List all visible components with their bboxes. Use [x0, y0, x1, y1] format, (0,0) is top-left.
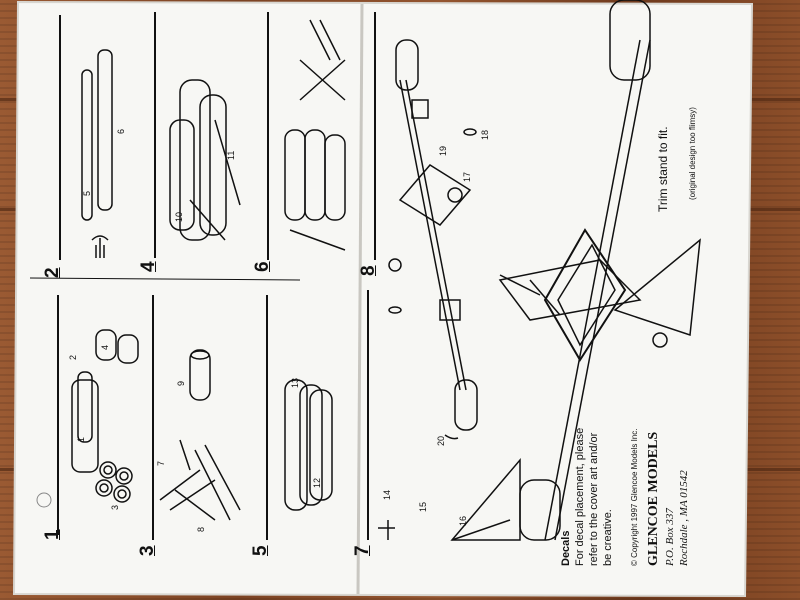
step3-parts — [159, 349, 241, 521]
part-label: 15 — [418, 501, 428, 512]
decals-text-line: be creative. — [602, 509, 614, 566]
decals-heading: Decals — [560, 530, 572, 566]
step-number: 6 — [252, 261, 273, 272]
part-label: 17 — [462, 171, 472, 182]
step-dividers — [29, 12, 376, 540]
company-name: GLENCOE MODELS — [646, 431, 661, 566]
step-number: 2 — [42, 267, 63, 278]
part-label: 5 — [82, 190, 92, 196]
step-number: 8 — [358, 265, 379, 276]
part-label: 12 — [312, 477, 322, 488]
part-label: 8 — [196, 526, 206, 532]
part-label: 2 — [68, 354, 78, 360]
part-label: 11 — [226, 150, 236, 160]
copyright-notice: © Copyright 1997 Glencoe Models Inc. — [630, 428, 639, 566]
step-number: 7 — [352, 545, 373, 556]
step-number: 3 — [137, 545, 158, 556]
part-label: 1 — [76, 436, 86, 442]
step5-parts — [284, 379, 333, 511]
part-label: 4 — [100, 344, 110, 350]
decals-text-line: refer to the cover art and/or — [588, 432, 600, 566]
design-note: (original design too flimsy) — [688, 107, 697, 200]
step-number: 5 — [250, 545, 271, 556]
stand-assembly — [498, 0, 701, 541]
step6-parts — [284, 19, 346, 251]
part-label: 9 — [176, 380, 186, 386]
step8-assembly — [388, 39, 478, 440]
part-label: 3 — [110, 504, 120, 510]
step4-parts — [169, 79, 241, 241]
step2-parts — [81, 49, 113, 258]
part-label: 6 — [116, 128, 126, 134]
part-label: 20 — [436, 435, 446, 446]
trim-stand-note: Trim stand to fit. — [656, 126, 670, 212]
part-label: 13 — [290, 377, 300, 388]
paper-fold — [356, 3, 364, 595]
step-number: 1 — [42, 529, 63, 540]
company-address-line: Rochdale , MA 01542 — [678, 470, 690, 566]
company-address-line: P.O. Box 337 — [664, 508, 676, 566]
part-label: 16 — [458, 515, 468, 526]
part-label: 7 — [156, 460, 166, 466]
instruction-paper — [14, 2, 752, 596]
part-label: 14 — [382, 489, 392, 500]
step1-parts — [71, 329, 139, 503]
part-label: 19 — [438, 145, 448, 156]
part-label: 10 — [174, 211, 184, 222]
decals-text-line: For decal placement, please — [574, 427, 586, 566]
part-label: 18 — [480, 129, 490, 140]
step-number: 4 — [138, 261, 159, 272]
